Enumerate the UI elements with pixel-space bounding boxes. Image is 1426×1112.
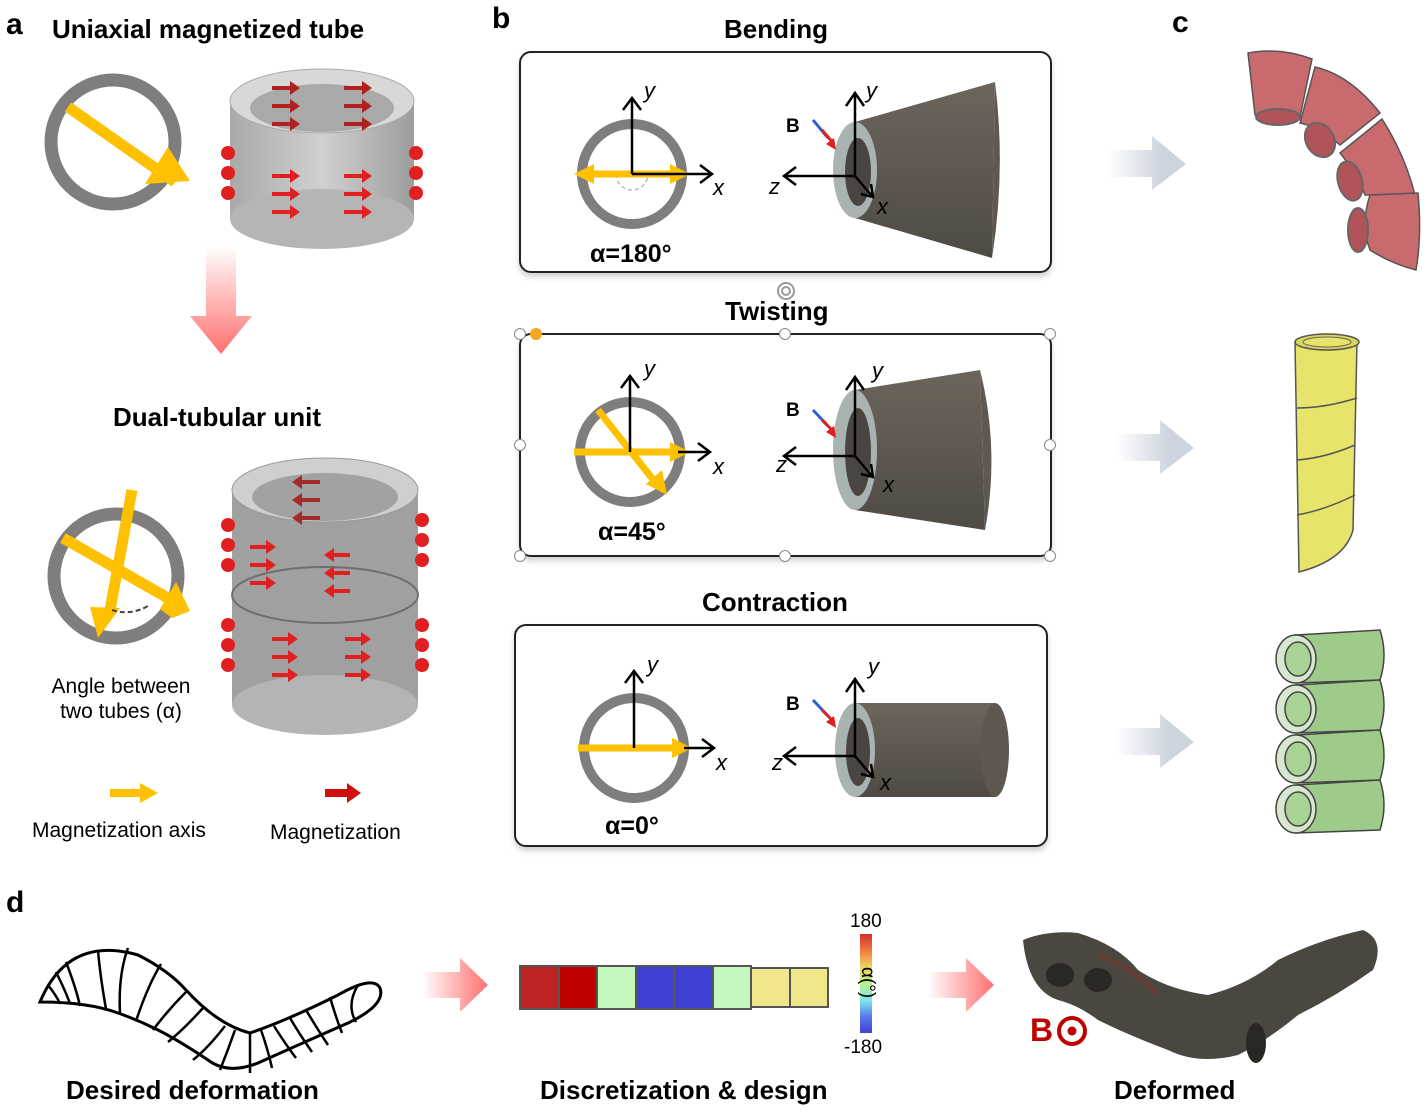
resize-handle-left[interactable]: [514, 439, 526, 451]
magnetization-axis-legend-icon: [110, 783, 158, 803]
dual-ring-diagram: [47, 489, 190, 645]
discretization-design-label: Discretization & design: [540, 1075, 828, 1105]
bending-alpha-label: α=180°: [590, 240, 672, 268]
bending-tube-y-label: y: [866, 78, 877, 103]
twisting-tube-render: [781, 370, 992, 530]
panel-d-letter: d: [6, 886, 25, 919]
design-segment: [557, 965, 598, 1010]
twisting-tube-y-label: y: [872, 358, 883, 383]
contraction-tube-y-label: y: [868, 654, 879, 679]
magnetization-arrows-bottom: [221, 146, 423, 219]
deformed-field-label: B: [1030, 1012, 1054, 1048]
bending-tube-z-label: z: [769, 174, 780, 199]
dual-tubular-title: Dual-tubular unit: [113, 402, 321, 432]
resize-handle-bottom-right[interactable]: [1044, 550, 1056, 562]
adjust-handle[interactable]: [530, 328, 542, 340]
panel-b-letter: b: [492, 2, 511, 35]
resize-handle-top-left[interactable]: [514, 328, 526, 340]
deformed-label: Deformed: [1114, 1075, 1236, 1105]
twisting-alpha-label: α=45°: [598, 518, 666, 546]
transform-down-arrow-icon: [190, 246, 252, 354]
bending-tube-x-label: x: [877, 194, 888, 219]
contraction-ring-y-label: y: [647, 652, 658, 677]
design-segment: [788, 967, 829, 1008]
bending-result-render: [1247, 50, 1421, 271]
bending-ring-x-label: x: [713, 175, 724, 200]
desired-deformation-label: Desired deformation: [66, 1075, 319, 1105]
mode-title-twisting: Twisting: [725, 296, 829, 326]
bending-field-label: B: [786, 116, 800, 137]
field-out-of-page-icon: [1057, 1016, 1087, 1046]
angle-caption: Angle between two tubes (α): [51, 675, 191, 724]
contraction-result-render: [1275, 629, 1385, 834]
bending-ring-diagram: [574, 95, 715, 229]
angle-arc: [111, 605, 149, 614]
contraction-ring-x-label: x: [716, 750, 727, 775]
rotate-handle-icon[interactable]: [775, 280, 797, 302]
twisting-field-label: B: [786, 400, 800, 421]
bending-ring-y-label: y: [644, 78, 655, 103]
deform-arrow-icon: [928, 958, 994, 1012]
magnetization-arrows-top: [272, 81, 372, 131]
design-segment: [750, 967, 791, 1008]
contraction-ring-diagram: [578, 668, 717, 803]
bending-tube-render: [781, 82, 1000, 258]
colorbar-max-label: 180: [850, 911, 882, 932]
legend-magnetization-label: Magnetization: [270, 821, 401, 844]
twisting-ring-x-label: x: [713, 454, 724, 479]
mode-title-contraction: Contraction: [702, 587, 848, 617]
design-segment: [634, 965, 675, 1010]
panel-a-title: Uniaxial magnetized tube: [52, 14, 365, 44]
panel-c-letter: c: [1172, 6, 1189, 39]
colorbar-title: α(°): [857, 967, 878, 999]
twisting-ring-diagram: [574, 373, 713, 507]
colorbar-gradient: [860, 934, 872, 1033]
result-arrow-twisting-icon: [1116, 420, 1194, 474]
uniaxial-ring-diagram: [44, 73, 190, 211]
contraction-tube-z-label: z: [772, 750, 783, 775]
legend-magnetization-axis-label: Magnetization axis: [32, 819, 206, 842]
twisting-tube-z-label: z: [776, 452, 787, 477]
mode-title-bending: Bending: [724, 14, 828, 44]
desired-deformation-worm: [37, 947, 383, 1073]
magnetization-axis-arrowhead: [145, 147, 190, 184]
contraction-tube-x-label: x: [880, 770, 891, 795]
panel-a-letter: a: [6, 8, 23, 41]
design-arrow-icon: [422, 958, 488, 1012]
resize-handle-bottom[interactable]: [779, 550, 791, 562]
twisting-result-render: [1294, 333, 1360, 573]
twisting-ring-y-label: y: [644, 356, 655, 381]
result-arrow-bending-icon: [1108, 136, 1186, 190]
resize-handle-top-right[interactable]: [1044, 328, 1056, 340]
resize-handle-right[interactable]: [1044, 439, 1056, 451]
contraction-alpha-label: α=0°: [605, 812, 659, 840]
contraction-tube-render: [781, 676, 1009, 797]
deformed-robot-photo: [1023, 930, 1378, 1063]
design-segment: [596, 965, 637, 1010]
twisting-tube-x-label: x: [883, 472, 894, 497]
design-segment: [711, 965, 752, 1010]
design-segment: [519, 965, 560, 1010]
magnetization-legend-icon: [325, 783, 361, 803]
design-segment: [673, 965, 714, 1010]
dual-tubular-render: [221, 457, 429, 735]
colorbar-min-label: -180: [844, 1037, 883, 1058]
discretization-segments: [519, 965, 834, 1010]
resize-handle-bottom-left[interactable]: [514, 550, 526, 562]
resize-handle-top[interactable]: [779, 328, 791, 340]
result-arrow-contraction-icon: [1116, 714, 1194, 768]
uniaxial-tube-render: [221, 68, 423, 249]
contraction-field-label: B: [786, 694, 800, 715]
